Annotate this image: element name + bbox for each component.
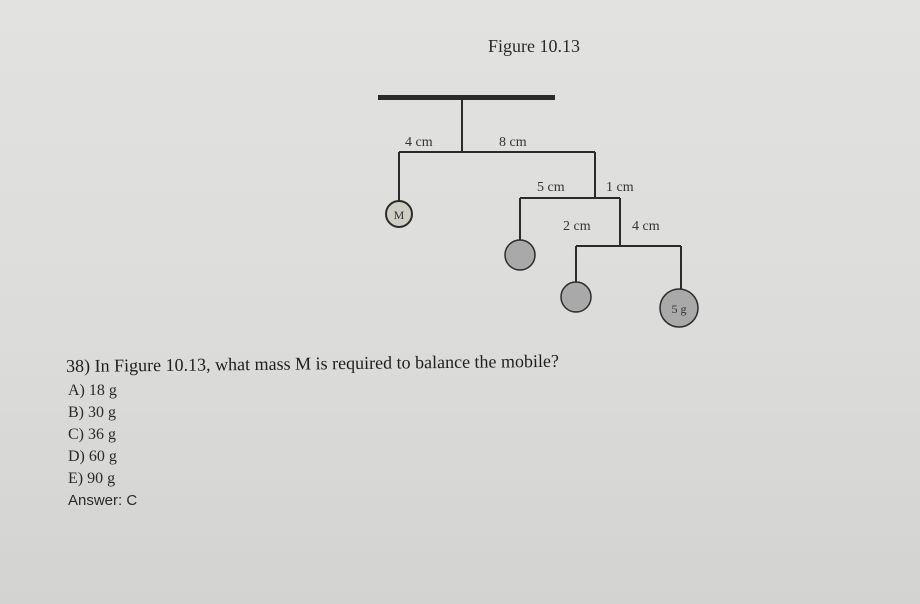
label-mid-left-arm: 5 cm [537,180,565,195]
label-mass-m: M [394,208,405,222]
label-low-right-arm: 4 cm [632,219,660,234]
lower-left-mass [560,281,592,313]
left-hanging-mass [504,239,536,271]
mass-m [385,200,413,228]
option-d: D) 60 g [68,448,117,465]
option-c: C) 36 g [68,426,116,443]
label-known-mass: 5 g [672,302,687,316]
label-mid-right-arm: 1 cm [606,180,634,195]
label-top-right-arm: 8 cm [499,135,527,150]
label-top-left-arm: 4 cm [405,135,433,150]
known-mass [659,288,699,328]
option-e: E) 90 g [68,470,116,487]
ceiling-bar [378,95,555,100]
option-a: A) 18 g [68,382,117,399]
answer-line: Answer: C [68,492,138,509]
label-low-left-arm: 2 cm [563,219,591,234]
figure-title: Figure 10.13 [488,36,580,56]
answer-options: A) 18 g B) 30 g C) 36 g D) 60 g E) 90 g … [68,380,137,512]
option-b: B) 30 g [68,404,116,421]
